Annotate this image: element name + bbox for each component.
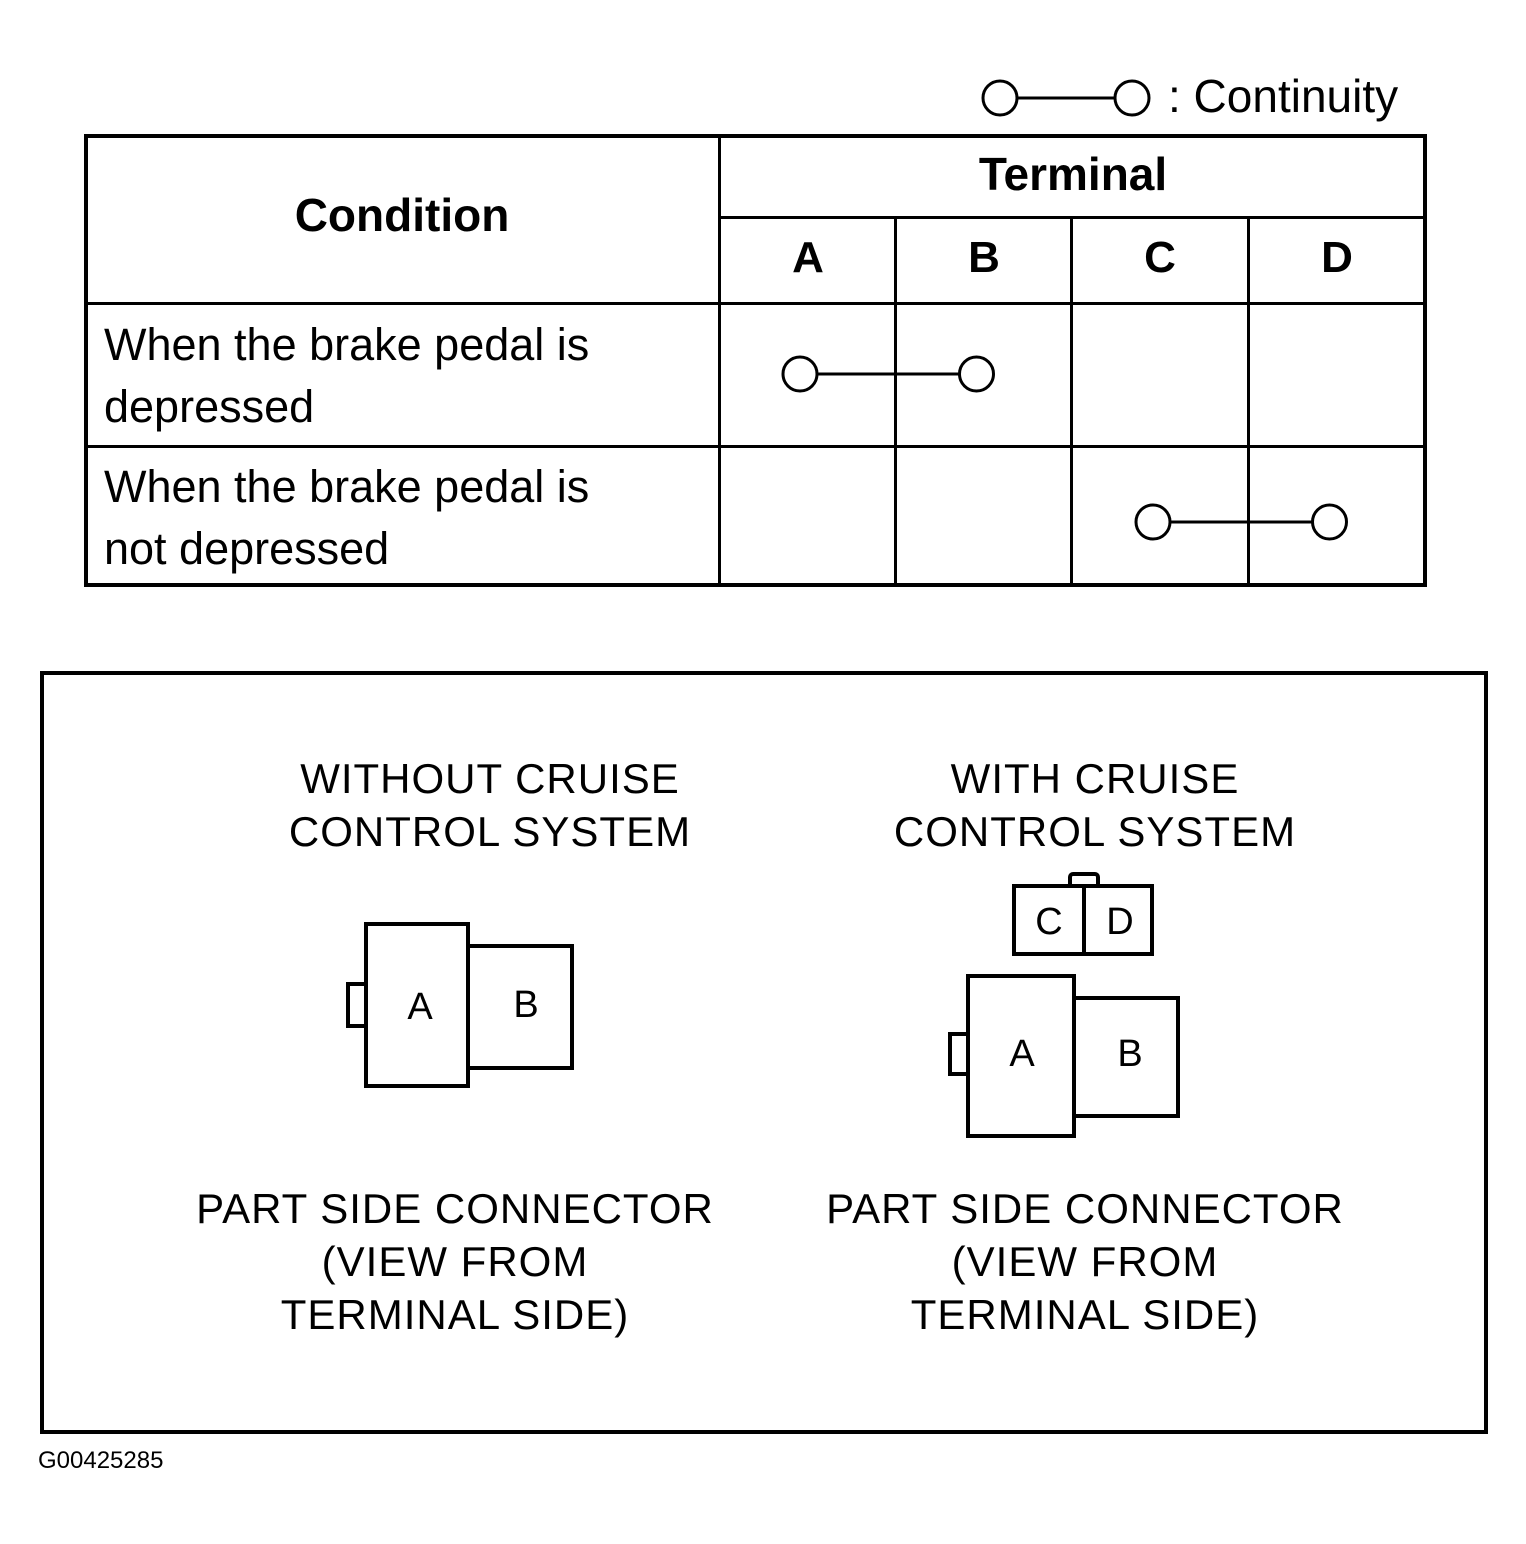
condition-cell: When the brake pedal is not depressed bbox=[104, 461, 590, 574]
figure-code: G00425285 bbox=[38, 1447, 164, 1474]
continuity-terminal-circle-d bbox=[1311, 503, 1348, 541]
continuity-legend-label: : Continuity bbox=[1168, 70, 1399, 122]
terminal-column-header: A bbox=[792, 233, 824, 282]
terminal-column-header: B bbox=[968, 233, 1000, 282]
continuity-row-symbol bbox=[1134, 503, 1348, 541]
terminal-column-header: C bbox=[1144, 233, 1176, 282]
left-connector-caption: PART SIDE CONNECTOR (VIEW FROM TERMINAL … bbox=[196, 1185, 714, 1338]
two-pin-connector-icon: A B bbox=[346, 922, 574, 1088]
connector-terminal-label: A bbox=[1009, 1033, 1035, 1075]
four-pin-connector-icon: C D A B bbox=[948, 872, 1180, 1138]
table-divider bbox=[894, 218, 897, 585]
left-connector-title: WITHOUT CRUISE CONTROL SYSTEM bbox=[288, 755, 692, 855]
table-divider bbox=[86, 302, 1425, 305]
connector-terminal-label: D bbox=[1106, 901, 1133, 943]
terminal-column-header: D bbox=[1321, 233, 1353, 282]
panel-frame bbox=[40, 671, 1488, 1434]
right-connector-title: WITH CRUISE CONTROL SYSTEM bbox=[893, 755, 1297, 855]
continuity-terminal-circle-b bbox=[958, 355, 995, 393]
continuity-legend-icon bbox=[981, 79, 1151, 117]
condition-header: Condition bbox=[294, 189, 510, 241]
table-divider bbox=[86, 445, 1425, 448]
continuity-terminal-circle-c bbox=[1134, 503, 1172, 541]
connector-terminal-label: A bbox=[407, 986, 433, 1028]
connector-terminal-label: C bbox=[1035, 901, 1062, 943]
right-connector-caption: PART SIDE CONNECTOR (VIEW FROM TERMINAL … bbox=[826, 1185, 1344, 1338]
table-divider bbox=[718, 136, 721, 585]
continuity-terminal-circle-a bbox=[781, 355, 819, 393]
condition-cell: When the brake pedal is depressed bbox=[104, 319, 590, 432]
connector-terminal-label: B bbox=[1117, 1033, 1142, 1075]
terminal-header: Terminal bbox=[978, 148, 1168, 200]
table-divider bbox=[1247, 218, 1250, 585]
table-divider bbox=[720, 216, 1425, 219]
connector-terminal-label: B bbox=[513, 984, 538, 1026]
table-frame bbox=[84, 134, 1427, 587]
continuity-row-symbol bbox=[781, 355, 995, 393]
table-divider bbox=[1070, 218, 1073, 585]
